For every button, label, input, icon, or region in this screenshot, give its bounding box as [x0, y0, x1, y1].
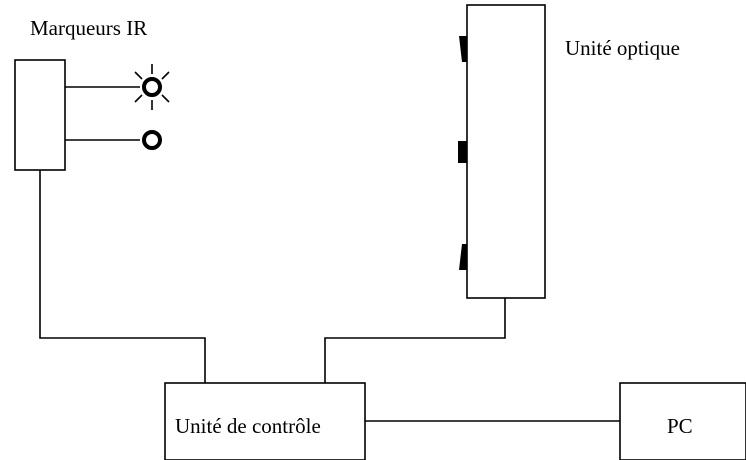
cable-optical-to-control: [324, 298, 506, 383]
optical-sensor-bottom-icon: [459, 244, 467, 270]
ir-markers-label: Marqueurs IR: [30, 16, 148, 40]
ir-marker-inactive-icon: [142, 130, 162, 150]
optical-sensor-middle-icon: [458, 141, 467, 163]
ir-marker-housing: [14, 59, 66, 171]
ir-marker-active-icon: [134, 64, 170, 110]
cable-markers-to-control: [39, 170, 206, 383]
control-unit-label: Unité de contrôle: [175, 414, 321, 438]
pc-label: PC: [667, 414, 693, 438]
optical-unit-box: [466, 4, 546, 299]
optical-unit-label: Unité optique: [565, 36, 680, 60]
optical-sensor-top-icon: [459, 36, 467, 62]
